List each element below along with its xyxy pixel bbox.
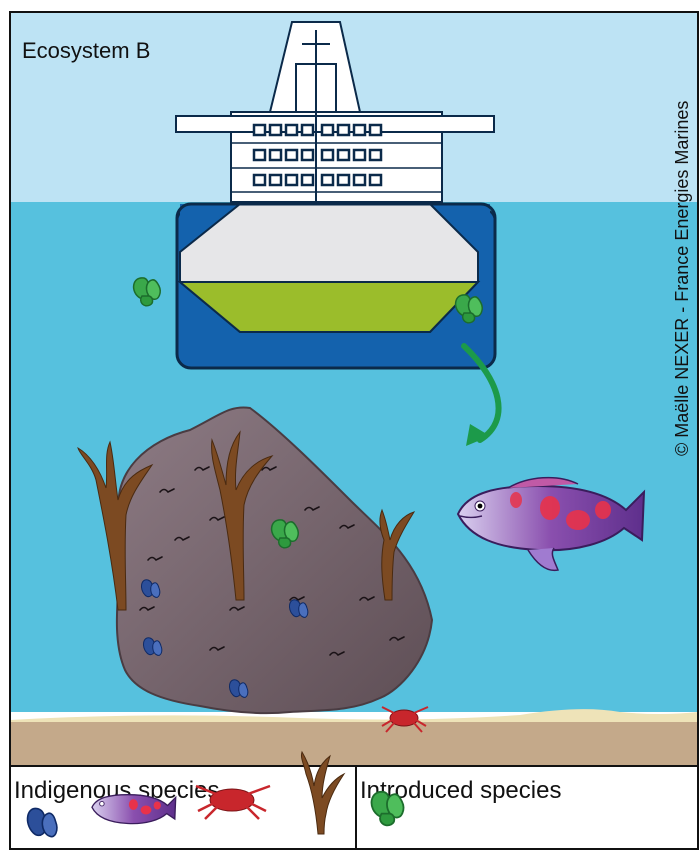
legend: Indigenous species Introduced species xyxy=(10,752,698,849)
scene-panel: Ecosystem B © Maëlle NEXER - France Ener… xyxy=(10,12,698,766)
copyright-credit: © Maëlle NEXER - France Energies Marines xyxy=(672,101,692,456)
bridge-deck xyxy=(176,116,494,132)
ecosystem-title: Ecosystem B xyxy=(22,38,150,63)
seabed xyxy=(10,722,698,766)
